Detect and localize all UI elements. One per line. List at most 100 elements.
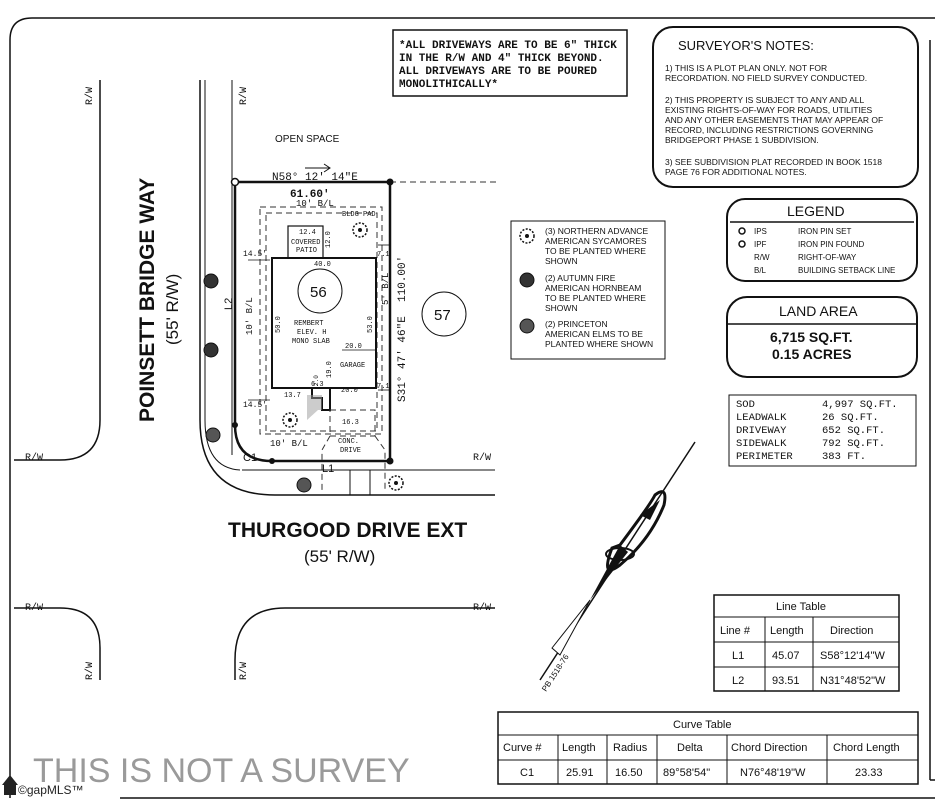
curve-table: Curve Table Curve # Length Radius Delta … [497,711,919,785]
surveyors-note-line: 2) THIS PROPERTY IS SUBJECT TO ANY AND A… [665,95,864,105]
legend-box [726,198,918,282]
tree-line: AMERICAN SYCAMORES [545,236,647,246]
east-length: 110.00' [397,256,409,302]
conc-label: CONC. [338,438,359,446]
tree-legend-box [510,220,666,360]
area-label: SIDEWALK [736,438,787,450]
curve-table-header: Chord Direction [731,742,807,754]
north-bearing: N58° 12' 14"E [272,172,358,184]
sycamore-tree-icon [388,475,404,491]
house-footprint [271,257,377,389]
surveyors-notes-title: SURVEYOR'S NOTES: [678,38,814,53]
legend-desc: IRON PIN FOUND [798,240,864,249]
lot-number: 56 [310,284,327,301]
patio-label: PATIO [296,247,317,255]
curve-table-cell: N76°48'19"W [740,767,806,779]
dim-137: 13.7 [284,392,301,400]
area-label: SOD [736,399,755,411]
curve-table-cell: 16.50 [615,767,643,779]
dim-40: 40.0 [314,261,331,269]
street-thurgood: THURGOOD DRIVE EXT [228,519,467,542]
hornbeam-tree-icon [519,272,535,288]
curve-table-cell: 25.91 [566,767,594,779]
land-area-acres: 0.15 ACRES [772,346,852,362]
area-breakdown-box [728,394,917,467]
iron-pin-found-icon [738,240,746,248]
patio-label: COVERED [291,239,320,247]
setback-line [259,206,383,435]
dim-50: 50.0 [275,316,283,333]
dim-163: 16.3 [342,419,359,427]
house-label: MONO SLAB [292,338,330,346]
sycamore-tree-icon [519,228,535,244]
hornbeam-tree-icon [203,342,219,358]
surveyors-note-line: PAGE 76 FOR ADDITIONAL NOTES. [665,167,807,177]
east-bearing: S31° 47' 46"E [397,316,409,402]
sycamore-tree-icon [352,222,368,238]
line-table-title: Line Table [776,601,826,613]
poinsett-west-edge [14,80,101,461]
thurgood-south-west [14,607,101,680]
label-l2: L2 [223,298,235,310]
legend-code: IPS [754,227,767,236]
north-arrow-icon [539,441,696,681]
dim-7a: 7.1 [377,251,390,259]
lot-57-number: 57 [434,307,451,324]
rw-label: R/W [473,602,491,614]
line-table-cell: L2 [732,675,744,687]
patio-dim: 12.4 [299,229,316,237]
elm-tree-icon [296,477,312,493]
surveyors-note-line: EXISTING RIGHTS-OF-WAY FOR ROADS, UTILIT… [665,105,872,115]
line-table-cell: 93.51 [772,675,800,687]
rw-label: R/W [84,662,96,680]
curve-table-header: Delta [677,742,704,754]
curve-table-header: Radius [613,742,648,754]
curve-table-header: Length [562,742,596,754]
surveyors-notes-box [652,26,919,188]
legend-desc: BUILDING SETBACK LINE [798,266,895,275]
rw-label: R/W [25,602,43,614]
surveyors-note-line: 3) SEE SUBDIVISION PLAT RECORDED IN BOOK… [665,157,882,167]
curve-table-cell: 89°58'54" [663,767,710,779]
curve-table-cell: 23.33 [855,767,883,779]
mls-logo-text: ©gарMLS™ [18,783,84,797]
patio-dim: 12.0 [325,231,333,248]
dim-145a: 14.5' [243,250,267,259]
north-length: 61.60' [290,189,330,201]
rw-label: R/W [473,452,491,464]
legend-code: R/W [754,253,770,262]
hornbeam-tree-icon [203,273,219,289]
dim-20b: 20.0 [341,387,358,395]
line-table-header: Length [770,625,804,637]
land-area-title: LAND AREA [779,303,858,319]
surveyors-note-line: RECORDATION. NO FIELD SURVEY CONDUCTED. [665,73,867,83]
line-table-header: Line # [720,625,751,637]
line-table-cell: L1 [732,650,744,662]
tree-line: AMERICAN ELMS TO BE [545,329,643,339]
driveway-note-box [392,29,628,97]
bldg-pad-label: BLDG PAD [342,211,376,219]
legend-code: IPF [754,240,767,249]
curve-table-cell: C1 [520,767,534,779]
line-table-header: Direction [830,625,873,637]
tree-line: (3) NORTHERN ADVANCE [545,226,648,236]
label-c1: C1 [243,452,257,464]
mls-logo-icon [2,775,18,795]
watermark: THIS IS NOT A SURVEY [33,752,410,790]
elm-tree-icon [519,318,535,334]
tree-line: (2) PRINCETON [545,319,608,329]
tree-line: (2) AUTUMN FIRE [545,273,616,283]
line-table: Line Table Line # Length Direction L1 45… [713,594,900,692]
legend-code: B/L [754,266,767,275]
rw-label: R/W [238,87,250,105]
curve-table-header: Chord Length [833,742,900,754]
label-l1: L1 [322,463,334,475]
area-value: 652 SQ.FT. [822,425,885,437]
surveyors-note-line: RECORD, INCLUDING RESTRICTIONS GOVERNING [665,125,873,135]
area-label: DRIVEWAY [736,425,787,437]
tree-line: TO BE PLANTED WHERE [545,246,646,256]
legend-desc: RIGHT-OF-WAY [798,253,857,262]
dim-145b: 14.5' [243,401,267,410]
dim-19: 19.0 [326,361,334,378]
